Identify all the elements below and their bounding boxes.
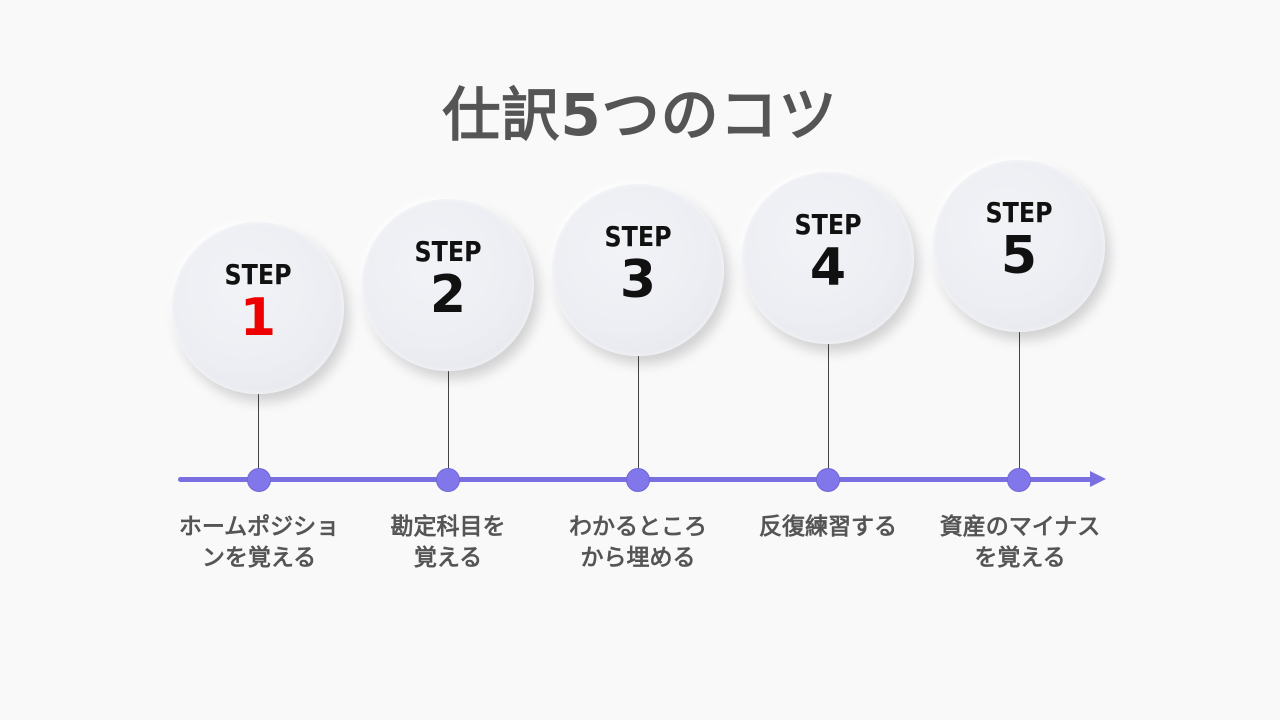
step-1-label-line-1: ホームポジショ [178,514,340,540]
step-2-connector [448,368,449,480]
step-2-label-line-2: 覚える [413,545,483,571]
step-5-word: STEP [985,196,1053,229]
step-1-label-line-2: ンを覚える [201,545,317,571]
step-1-connector [258,390,259,480]
step-2-circle: STEP 2 [362,199,534,371]
step-4-word: STEP [794,208,862,241]
step-5-number: 5 [1000,226,1038,286]
step-4-label-line-1: 反復練習する [759,514,897,540]
step-1-label: ホームポジショ ンを覚える [159,512,359,574]
step-3-label-line-2: から埋める [580,545,696,571]
step-4-label: 反復練習する [728,512,928,543]
timeline-arrow-icon [1090,471,1106,487]
step-1-number: 1 [239,288,277,348]
step-2-marker [437,469,459,491]
step-2-number: 2 [429,265,467,325]
step-5-marker [1008,469,1030,491]
step-1-marker [248,469,270,491]
step-2-label-line-1: 勘定科目を [390,514,506,540]
step-5-circle: STEP 5 [933,160,1105,332]
step-3-marker [627,469,649,491]
step-4-number: 4 [809,238,847,298]
step-3-number: 3 [619,250,657,310]
step-4-marker [817,469,839,491]
step-3-word: STEP [604,220,672,253]
step-1-circle: STEP 1 [172,222,344,394]
step-5-label-line-1: 資産のマイナス [939,514,1101,540]
step-2-label: 勘定科目を 覚える [348,512,548,574]
step-5-label-line-2: を覚える [974,545,1066,571]
step-2-word: STEP [414,235,482,268]
step-3-connector [638,352,639,480]
step-3-label: わかるところ から埋める [538,512,738,574]
step-3-label-line-1: わかるところ [569,514,707,540]
page-title: 仕訳5つのコツ [442,81,838,149]
step-1-word: STEP [224,258,292,291]
step-4-circle: STEP 4 [742,172,914,344]
step-3-circle: STEP 3 [552,184,724,356]
step-5-label: 資産のマイナス を覚える [920,512,1120,574]
step-4-connector [828,340,829,480]
step-5-connector [1019,328,1020,480]
